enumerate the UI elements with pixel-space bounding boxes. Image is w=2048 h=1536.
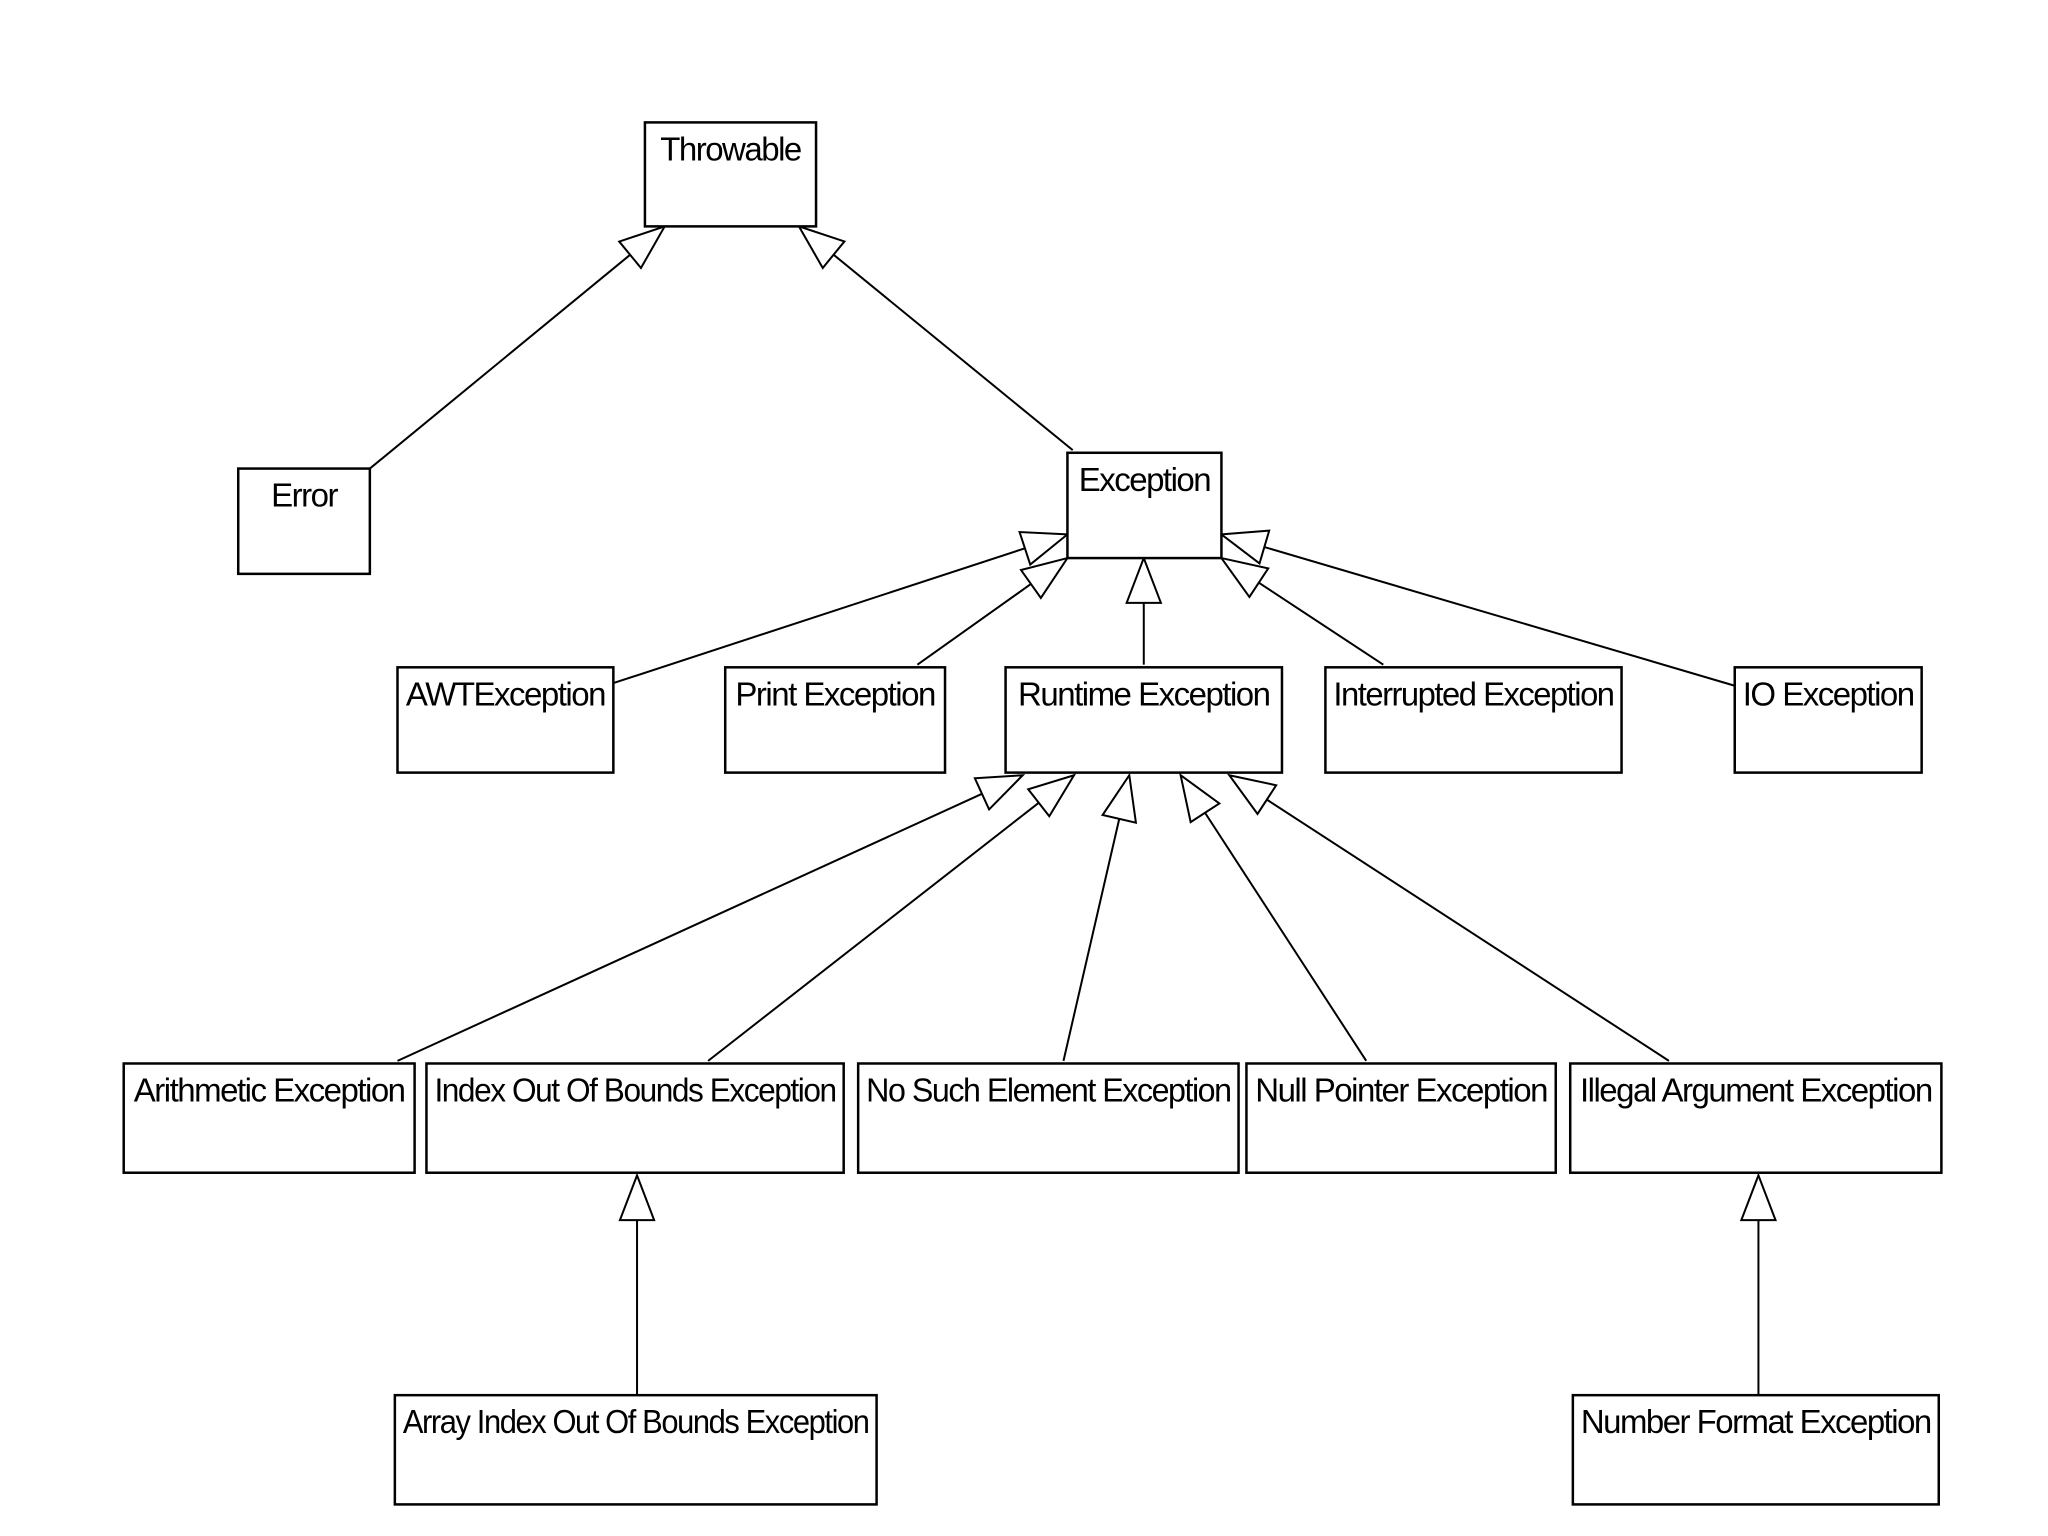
class-label: No Such Element Exception	[866, 1071, 1231, 1108]
edge-line	[1258, 581, 1384, 666]
class-box-runtime-exception: Runtime Exception	[1004, 666, 1284, 774]
class-label: AWTException	[406, 675, 605, 712]
class-box-outline	[236, 467, 372, 576]
edge-line	[916, 583, 1032, 666]
inheritance-arrow-array-index-out-of-bounds-exception-to-index-out-of-bounds-exception	[618, 1172, 656, 1396]
class-box-outline	[723, 666, 947, 774]
inheritance-arrow-error-to-throwable	[369, 224, 667, 470]
class-box-outline	[396, 666, 615, 774]
inheritance-arrow-no-such-element-exception-to-runtime-exception	[1062, 772, 1138, 1062]
class-box-outline	[1245, 1062, 1557, 1174]
class-box-illegal-argument-exception: Illegal Argument Exception	[1568, 1062, 1943, 1174]
class-box-outline	[856, 1062, 1240, 1174]
class-label: Error	[271, 477, 338, 514]
class-label: IO Exception	[1743, 675, 1914, 712]
inheritance-arrow-runtime-exception-to-exception	[1125, 555, 1163, 665]
edge-line	[1266, 798, 1670, 1062]
class-box-outline	[1004, 666, 1284, 774]
hollow-arrowhead-icon	[1218, 529, 1271, 566]
class-box-outline	[393, 1393, 878, 1506]
class-box-io-exception: IO Exception	[1733, 666, 1923, 774]
class-box-outline	[425, 1062, 845, 1174]
class-box-outline	[1571, 1393, 1941, 1506]
class-label: Null Pointer Exception	[1255, 1071, 1547, 1108]
hollow-arrowhead-icon	[1026, 773, 1077, 819]
class-label: Number Format Exception	[1581, 1403, 1931, 1440]
inheritance-arrow-arithmetic-exception-to-runtime-exception	[397, 774, 1026, 1062]
class-box-exception: Exception	[1066, 451, 1223, 560]
hollow-arrowhead-icon	[1019, 556, 1070, 600]
class-box-outline	[122, 1062, 416, 1174]
class-box-outline	[1568, 1062, 1943, 1174]
class-box-error: Error	[236, 467, 372, 576]
class-box-throwable: Throwable	[643, 121, 818, 228]
class-box-no-such-element-exception: No Such Element Exception	[856, 1062, 1240, 1174]
class-box-outline	[1324, 666, 1623, 774]
edge-line	[832, 253, 1074, 451]
hollow-arrowhead-icon	[1739, 1172, 1778, 1222]
edge-line	[397, 792, 983, 1062]
hollow-arrowhead-icon	[1018, 530, 1071, 567]
class-box-outline	[1066, 451, 1223, 560]
class-label: Interrupted Exception	[1333, 675, 1613, 712]
inheritance-arrow-interrupted-exception-to-exception	[1219, 556, 1384, 666]
edge-line	[369, 254, 631, 470]
inheritance-arrow-exception-to-throwable	[796, 224, 1074, 451]
inheritance-arrow-null-pointer-exception-to-runtime-exception	[1179, 772, 1368, 1062]
inheritance-arrow-print-exception-to-exception	[916, 556, 1070, 666]
hollow-arrowhead-icon	[1179, 772, 1222, 824]
edge-line	[1062, 818, 1121, 1062]
hollow-arrowhead-icon	[796, 224, 847, 270]
edge-line	[707, 801, 1040, 1062]
inheritance-arrow-number-format-exception-to-illegal-argument-exception	[1739, 1172, 1778, 1396]
class-label: Runtime Exception	[1018, 675, 1270, 712]
class-box-arithmetic-exception: Arithmetic Exception	[122, 1062, 416, 1174]
inheritance-arrow-illegal-argument-exception-to-runtime-exception	[1226, 773, 1670, 1062]
class-box-index-out-of-bounds-exception: Index Out Of Bounds Exception	[425, 1062, 845, 1174]
class-box-outline	[643, 121, 818, 228]
class-box-outline	[1733, 666, 1923, 774]
hollow-arrowhead-icon	[973, 774, 1026, 812]
class-label: Index Out Of Bounds Exception	[434, 1071, 835, 1108]
class-label: Throwable	[660, 130, 801, 167]
class-label: Exception	[1079, 461, 1211, 498]
hollow-arrowhead-icon	[1100, 772, 1138, 824]
hollow-arrowhead-icon	[1125, 555, 1163, 604]
edge-line	[1204, 812, 1368, 1062]
hollow-arrowhead-icon	[617, 224, 667, 270]
class-box-interrupted-exception: Interrupted Exception	[1324, 666, 1623, 774]
edge-line	[1264, 546, 1736, 687]
class-label: Print Exception	[735, 675, 935, 712]
class-label: Array Index Out Of Bounds Exception	[403, 1403, 869, 1440]
inheritance-arrow-awt-exception-to-exception	[613, 530, 1071, 685]
class-box-number-format-exception: Number Format Exception	[1571, 1393, 1941, 1506]
inheritance-edges	[369, 224, 1778, 1396]
hollow-arrowhead-icon	[1219, 556, 1270, 599]
inheritance-arrow-index-out-of-bounds-exception-to-runtime-exception	[707, 773, 1077, 1062]
class-label: Illegal Argument Exception	[1580, 1071, 1932, 1108]
class-box-null-pointer-exception: Null Pointer Exception	[1245, 1062, 1557, 1174]
edge-line	[613, 547, 1026, 685]
class-box-array-index-out-of-bounds-exception: Array Index Out Of Bounds Exception	[393, 1393, 878, 1506]
inheritance-arrow-io-exception-to-exception	[1218, 529, 1736, 687]
class-box-awt-exception: AWTException	[396, 666, 615, 774]
hollow-arrowhead-icon	[618, 1172, 656, 1222]
class-box-print-exception: Print Exception	[723, 666, 947, 774]
hollow-arrowhead-icon	[1226, 773, 1278, 816]
class-label: Arithmetic Exception	[134, 1071, 405, 1108]
